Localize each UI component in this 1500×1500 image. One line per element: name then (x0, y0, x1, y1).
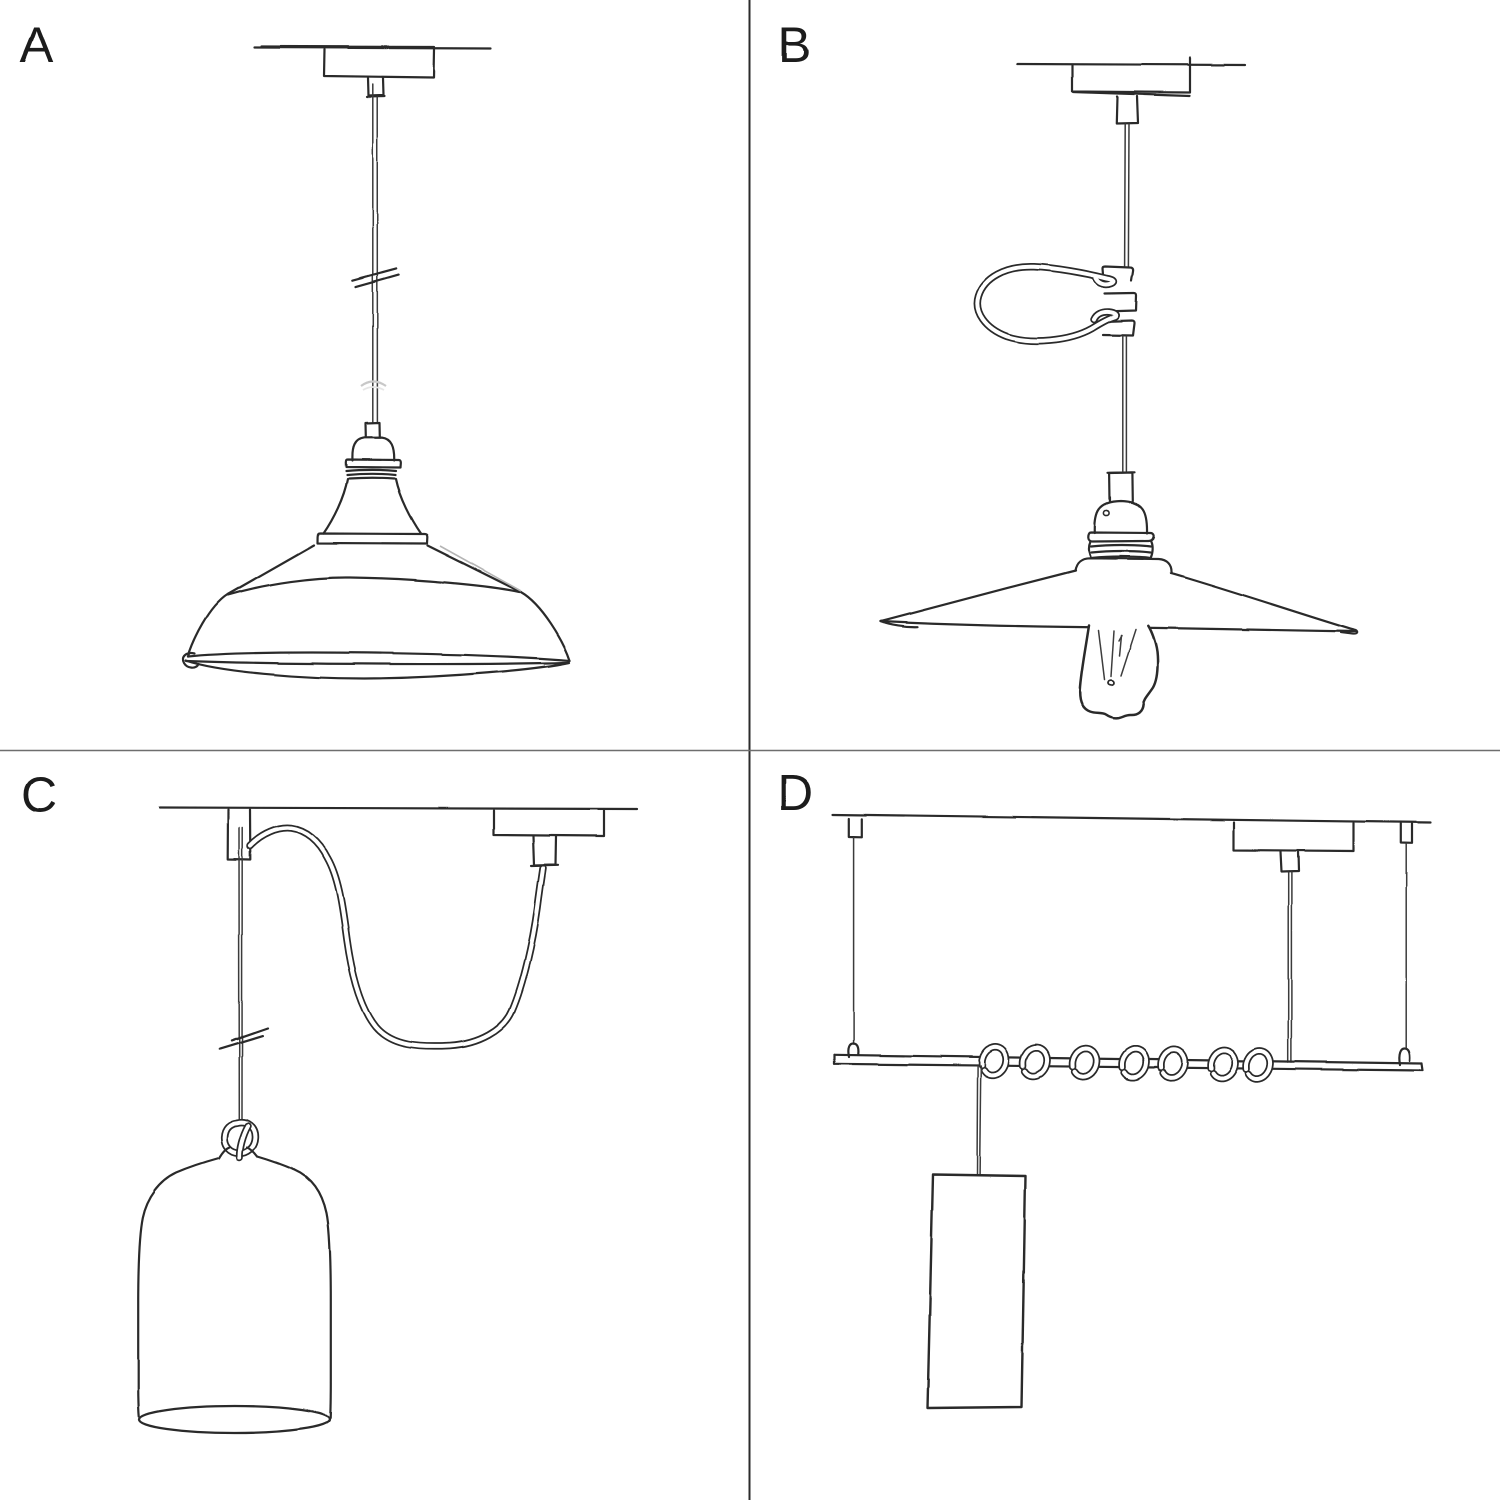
svg-text:B: B (778, 17, 811, 73)
svg-text:D: D (777, 765, 813, 821)
svg-text:A: A (20, 17, 54, 73)
svg-text:C: C (21, 767, 57, 823)
